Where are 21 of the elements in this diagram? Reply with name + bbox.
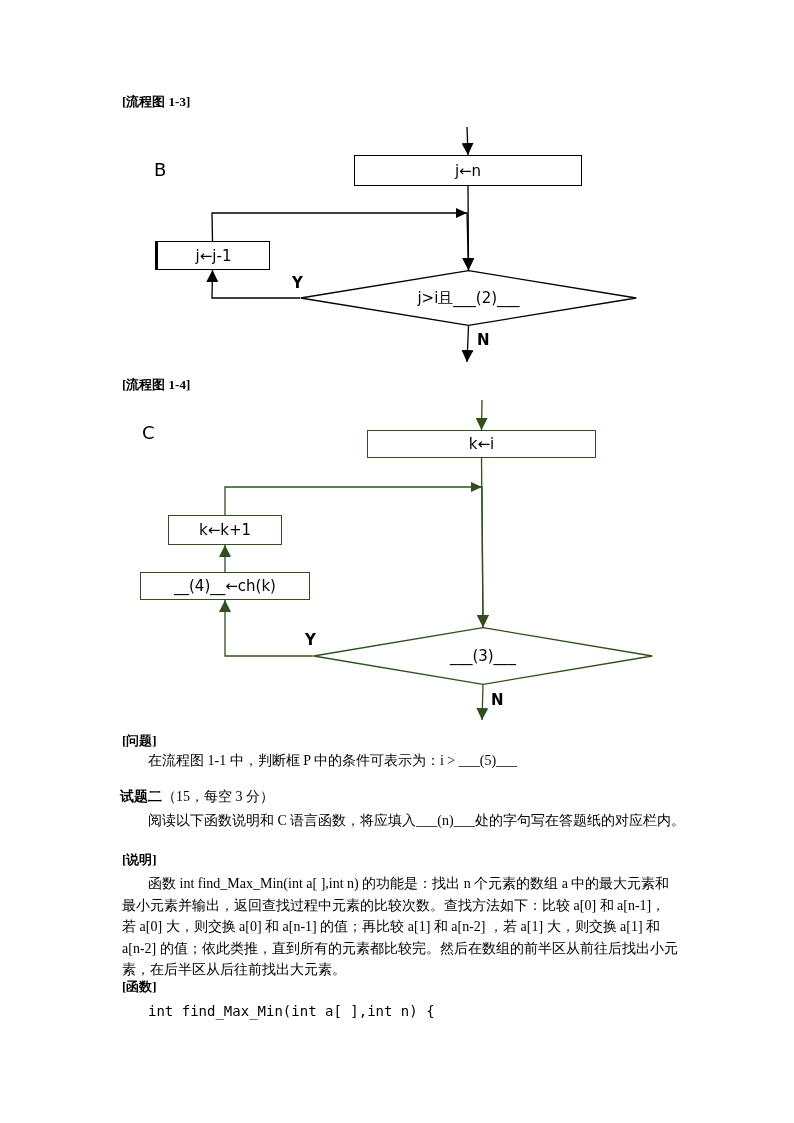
code-line: int find_Max_Min(int a[ ],int n) { <box>148 1002 435 1021</box>
section-heading: [流程图 1-3] <box>122 93 191 111</box>
process-box: k←k+1 <box>168 515 282 545</box>
process-box: j←n <box>354 155 582 186</box>
edge-label: Y <box>305 632 316 648</box>
process-box: k←i <box>367 430 596 458</box>
edge-label: Y <box>292 275 303 291</box>
edge-label: N <box>477 332 490 348</box>
process-box: __(4)__←ch(k) <box>140 572 310 600</box>
flowchart-letter: C <box>142 423 155 443</box>
process-box: j←j-1 <box>155 241 270 270</box>
section-heading: [流程图 1-4] <box>122 376 191 394</box>
instruction-text: 阅读以下函数说明和 C 语言函数，将应填入___(n)___处的字句写在答题纸的对应栏内。 <box>148 812 685 830</box>
edge-label: N <box>491 692 504 708</box>
section-heading: [问题] <box>122 732 157 750</box>
section-heading: [函数] <box>122 978 157 996</box>
flowchart-letter: B <box>154 160 167 180</box>
question-text: 在流程图 1-1 中，判断框 P 中的条件可表示为：i > ___(5)___ <box>148 752 518 770</box>
exam-heading: 试题二（15，每空 3 分） <box>120 788 274 806</box>
description-paragraph: 函数 int find_Max_Min(int a[ ],int n) 的功能是：找出 n 个元素的数组 a 中的最大元素和最小元素并输出，返回查找过程中元素的比较次数。查找方法如下：比较 a[0] 和 a[n-1]，若 a[0] 大，则交换 a[0] 和 a[n-1] 的值；再比较 a[1] 和 a[n-2] ，若 a[1] 大，则交换 a[1] 和 a[n-2] 的值；依此类推，直到所有的元素都比较完。然后在数组的前半区从前往后找出小元素，在后半区从后往前找出大元素。 <box>122 875 678 979</box>
section-heading: [说明] <box>122 851 157 869</box>
